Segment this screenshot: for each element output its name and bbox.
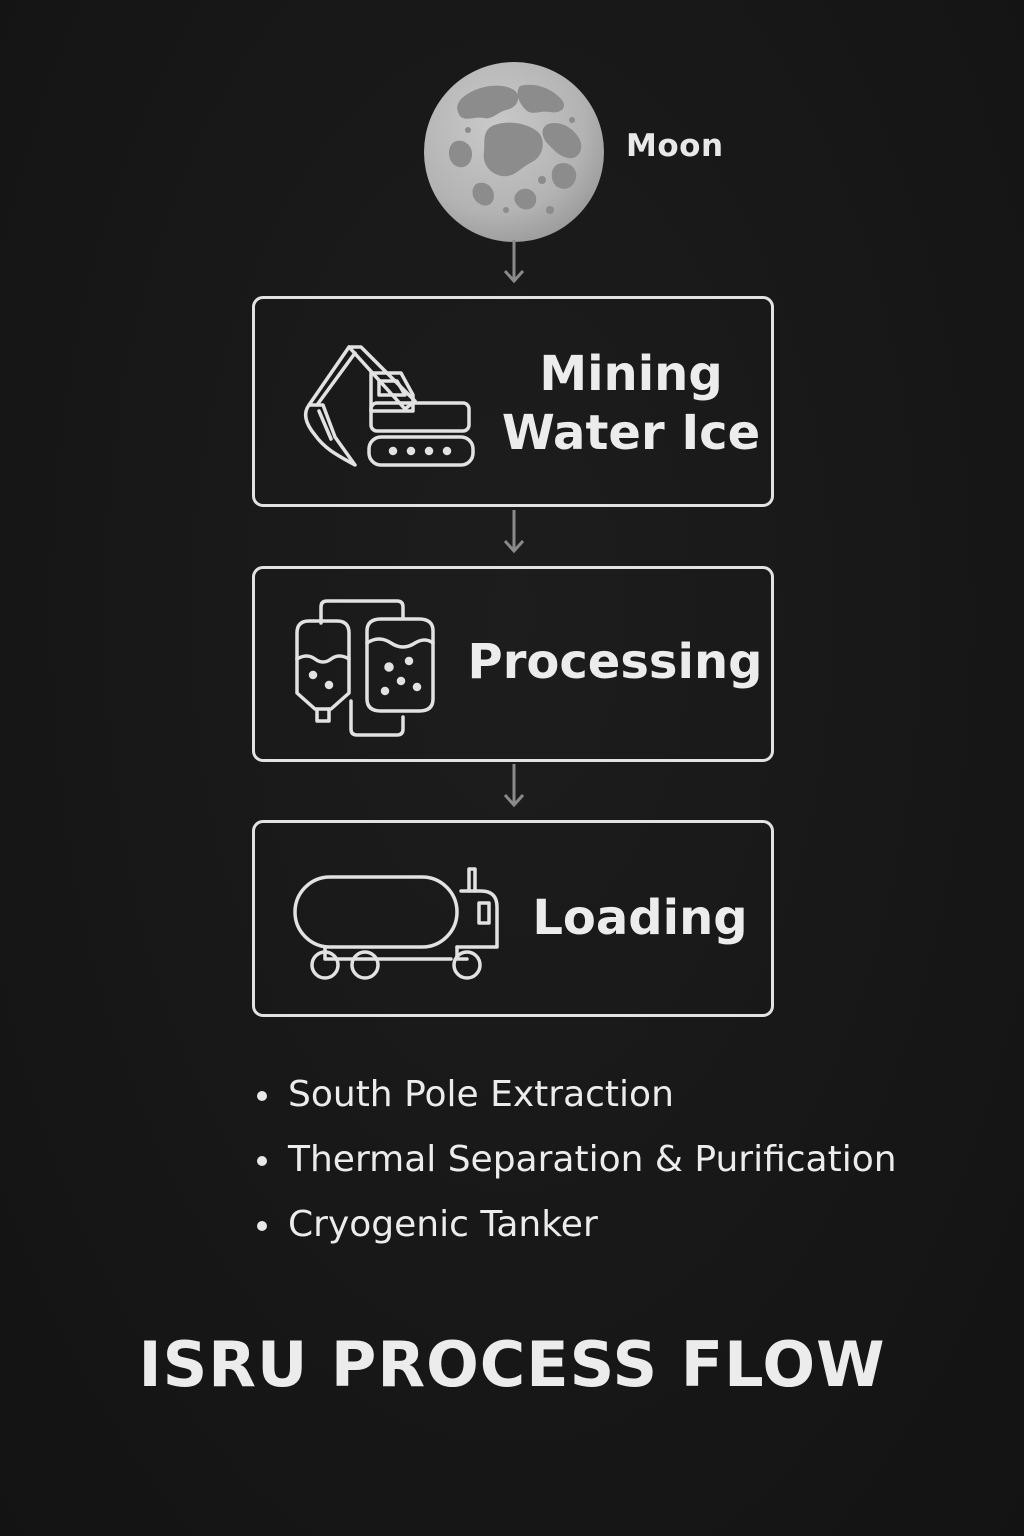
step-mining-label-line1: Mining (539, 346, 723, 402)
moon-label: Moon (626, 128, 724, 164)
bullet-icon (257, 1091, 267, 1101)
detail-text: Cryogenic Tanker (288, 1204, 598, 1245)
step-processing-label: Processing (467, 634, 763, 690)
tanker-truck-icon (293, 867, 499, 980)
processing-tanks-icon (295, 599, 435, 737)
step-mining: Mining Water Ice (252, 296, 774, 507)
detail-text: Thermal Separation & Purification (288, 1139, 897, 1180)
bullet-icon (257, 1221, 267, 1231)
flow-arrow (503, 764, 525, 808)
moon-icon (424, 62, 604, 242)
detail-text: South Pole Extraction (288, 1074, 674, 1115)
details-list: South Pole Extraction Thermal Separation… (254, 1070, 897, 1265)
excavator-icon (303, 345, 475, 467)
step-loading: Loading (252, 820, 774, 1017)
step-loading-label: Loading (532, 890, 748, 946)
step-mining-label-line2: Water Ice (501, 404, 761, 461)
bullet-icon (257, 1156, 267, 1166)
step-mining-label: Mining Water Ice (501, 345, 761, 462)
list-item: Cryogenic Tanker (254, 1200, 897, 1265)
flow-arrow (503, 240, 525, 284)
diagram-title: ISRU PROCESS FLOW (138, 1328, 886, 1401)
step-processing: Processing (252, 566, 774, 762)
flow-arrow (503, 510, 525, 554)
list-item: Thermal Separation & Purification (254, 1135, 897, 1200)
list-item: South Pole Extraction (254, 1070, 897, 1135)
